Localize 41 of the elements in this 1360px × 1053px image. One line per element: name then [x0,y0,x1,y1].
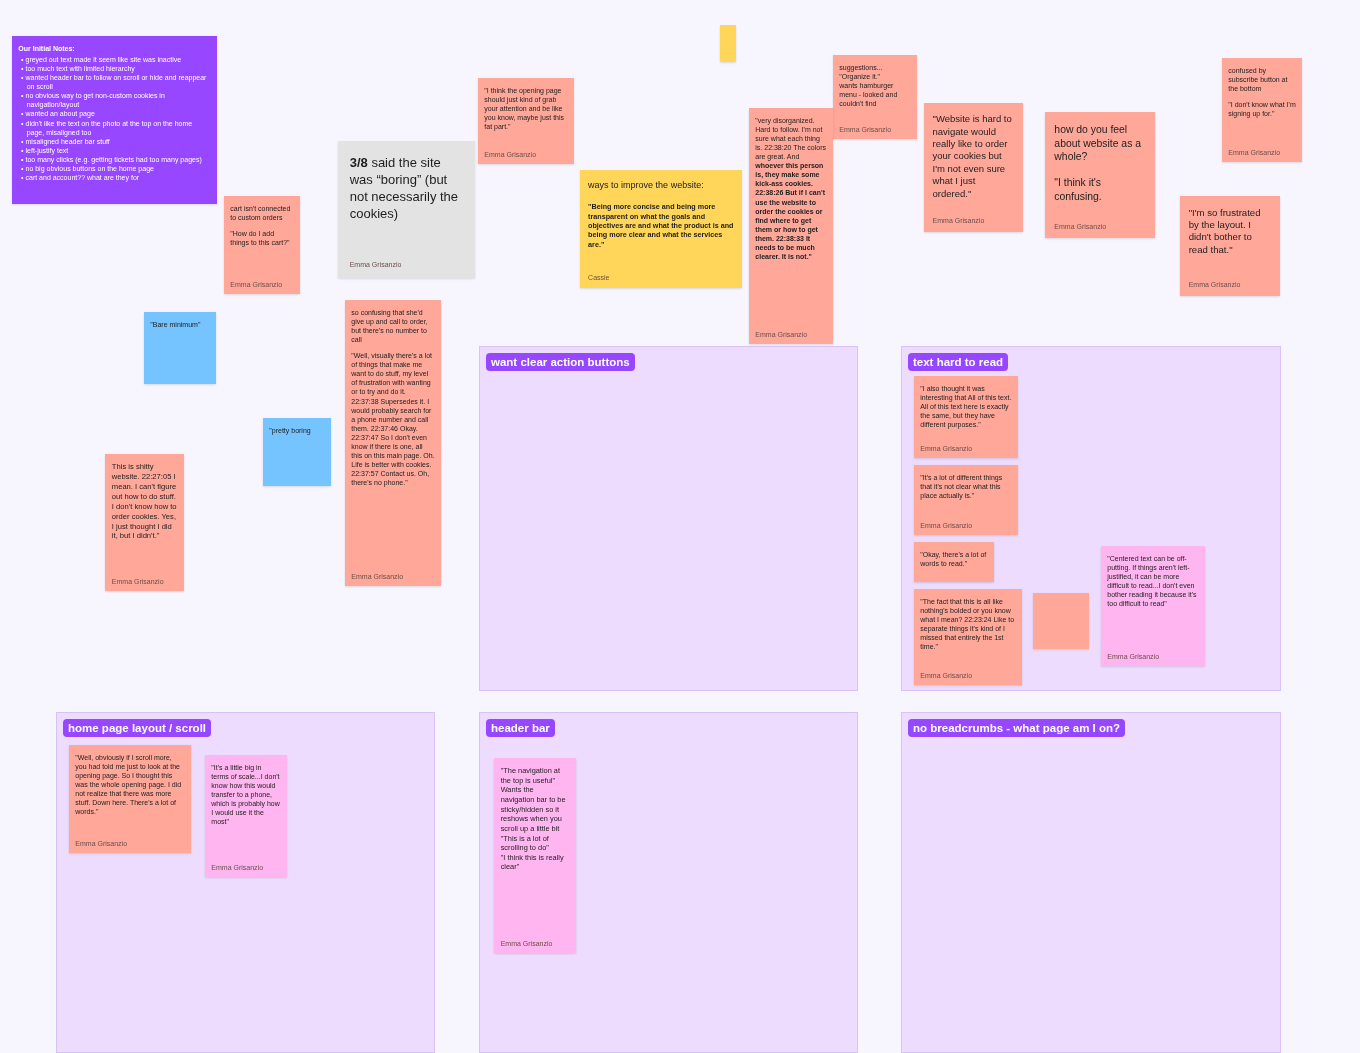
sticky-note [144,312,216,384]
sticky-note [580,170,742,288]
sticky-note [12,36,217,204]
sticky-note [1045,112,1155,238]
note-text: ways to improve the website: [588,179,705,192]
section-frame [479,712,858,1053]
note-text: how do you feel about website as a whole? [1054,123,1142,164]
section-label: want clear action buttons [486,353,635,372]
section-frame [901,712,1281,1053]
sticky-note [914,542,994,582]
sticky-note [1180,196,1280,296]
note-text: "Website is hard to navigate would really like to order your cookies but I'm not even sure what I just ordered." [932,113,1013,200]
sticky-note [749,108,833,344]
section-label: home page layout / scroll [63,719,212,738]
sticky-note [914,465,1018,535]
sticky-note [478,78,574,164]
sticky-note [1101,546,1205,666]
sticky-note [224,196,300,294]
blank-sticky-note [1033,593,1089,649]
sticky-note [494,758,576,953]
sticky-note [105,454,184,591]
sticky-note [914,589,1022,685]
sticky-note [345,300,441,586]
sticky-note [1222,58,1302,162]
sticky-note [69,745,191,853]
sticky-note [924,103,1023,232]
note-text: "I think it's confusing. [1054,176,1103,204]
blank-sticky-note [720,25,736,62]
section-label: text hard to read [908,353,1009,372]
section-frame [901,346,1281,691]
sticky-note [338,141,475,278]
section-label: header bar [486,719,555,738]
sticky-note [914,376,1018,458]
section-frame [479,346,858,691]
section-frame [56,712,435,1053]
note-text: "I'm so frustrated by the layout. I didn't bother to read that." [1188,206,1262,257]
sticky-note [263,418,331,486]
sticky-note [205,755,287,877]
sticky-note [833,55,917,139]
note-text: 3/8 said the site was “boring” (but not necessarily the cookies) [349,155,460,223]
section-label: no breadcrumbs - what page am I on? [908,719,1126,738]
